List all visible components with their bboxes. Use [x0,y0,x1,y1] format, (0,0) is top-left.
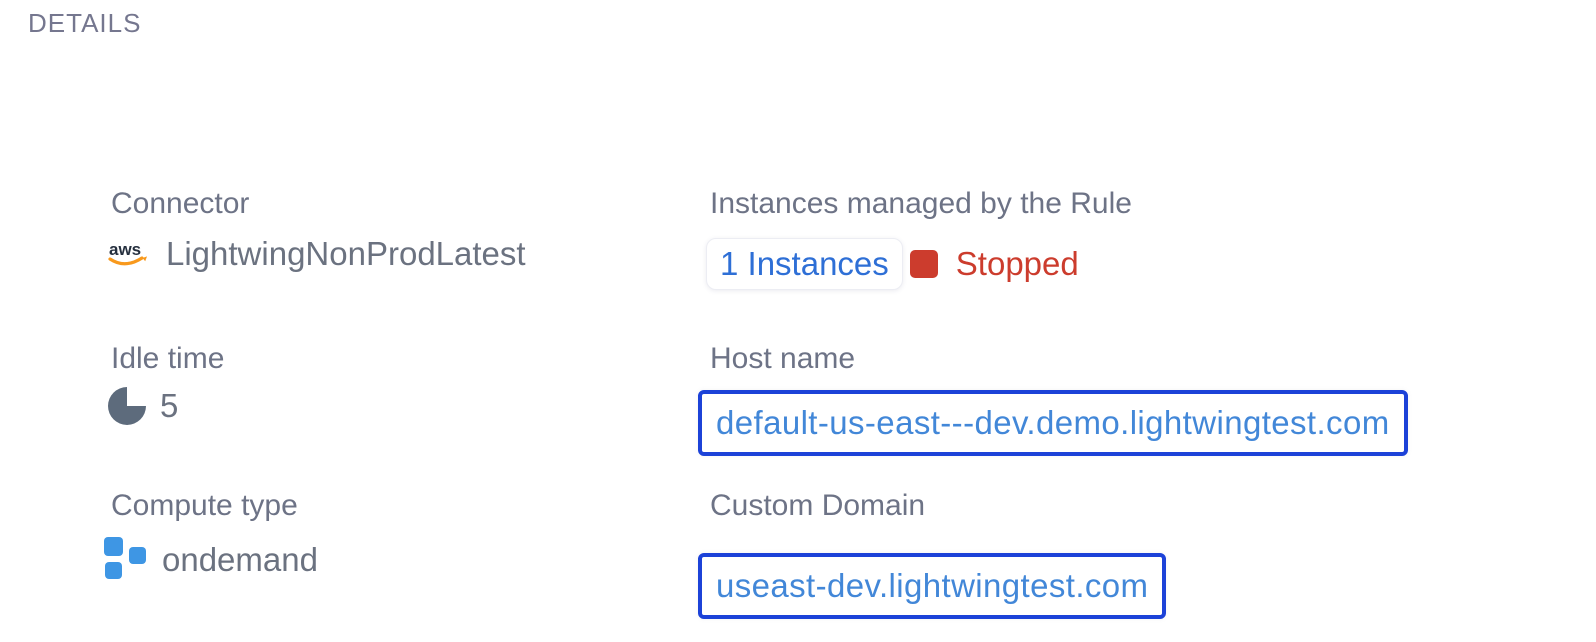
compute-type-value: ondemand [102,537,318,583]
compute-type-name: ondemand [162,541,318,578]
host-name-label: Host name [710,342,856,375]
host-name-url: default-us-east---dev.demo.lightwingtest… [716,404,1390,441]
idle-time-minutes: 5 [160,387,179,424]
idle-time-label: Idle time [111,342,225,375]
host-name-link-box[interactable]: default-us-east---dev.demo.lightwingtest… [698,390,1408,456]
instances-count-text: 1 Instances [720,245,889,282]
status-badge: Stopped [955,245,1079,282]
idle-time-pie-icon [108,387,146,425]
connector-label: Connector [111,187,250,220]
idle-time-value: 5 [108,386,178,426]
instances-count-link[interactable]: 1 Instances [706,238,903,290]
compute-type-icon [102,537,148,583]
connector-name: LightwingNonProdLatest [166,235,526,272]
custom-domain-url: useast-dev.lightwingtest.com [716,567,1149,604]
custom-domain-label: Custom Domain [710,489,926,522]
instances-managed-value: 1 Instances Stopped [706,238,1079,290]
connector-value: aws LightwingNonProdLatest [106,234,526,274]
svg-text:aws: aws [109,240,141,259]
stopped-status-square-icon [909,250,938,278]
instances-managed-label: Instances managed by the Rule [710,187,1132,220]
aws-icon: aws [106,238,152,270]
compute-type-label: Compute type [111,489,298,522]
custom-domain-link-box[interactable]: useast-dev.lightwingtest.com [698,553,1167,619]
page-title: DETAILS [28,8,142,38]
